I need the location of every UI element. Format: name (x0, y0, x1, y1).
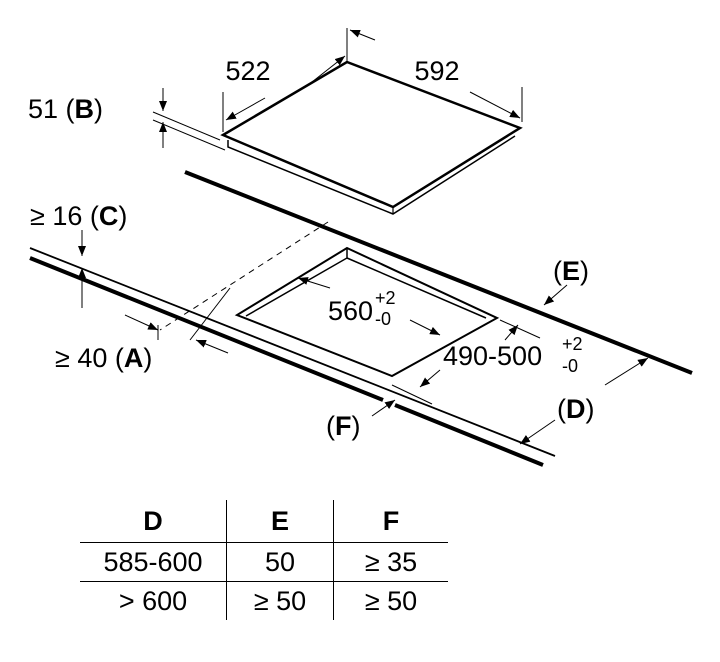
cutout-width-tol-plus: +2 (375, 288, 396, 308)
cell: ≥ 50 (333, 581, 448, 620)
cell: ≥ 50 (226, 581, 334, 620)
width-dimension: 592 (414, 56, 459, 86)
label-d: (D) (557, 394, 595, 424)
worktop-thickness-c: ≥ 16 (C) (30, 201, 127, 231)
cutout-drawing (234, 246, 500, 378)
cutout-width-tol-minus: -0 (375, 309, 391, 329)
cutout-width: 560 (328, 296, 373, 326)
clearance-table: D E F 585-600 50 ≥ 35 > 600 ≥ 50 ≥ 50 (80, 500, 448, 620)
table-row: 585-600 50 ≥ 35 (80, 542, 448, 582)
front-distance-a: ≥ 40 (A) (55, 343, 152, 373)
cutout-depth-tol-minus: -0 (562, 356, 578, 376)
cell: 50 (226, 542, 334, 582)
label-f: (F) (326, 411, 361, 441)
height-dimension-b: 51 (B) (28, 94, 103, 124)
table-row: > 600 ≥ 50 ≥ 50 (80, 581, 448, 620)
header-e: E (226, 500, 334, 543)
cell: ≥ 35 (333, 542, 448, 582)
depth-dimension: 522 (225, 56, 270, 86)
cell: 585-600 (80, 542, 227, 582)
header-d: D (80, 500, 227, 543)
cutout-depth-tol-plus: +2 (562, 334, 583, 354)
cutout-depth: 490-500 (443, 341, 542, 371)
table-header-row: D E F (80, 500, 448, 543)
header-f: F (382, 505, 400, 536)
hob-drawing (220, 60, 523, 215)
label-e: (E) (553, 256, 589, 286)
cell: > 600 (80, 581, 227, 620)
